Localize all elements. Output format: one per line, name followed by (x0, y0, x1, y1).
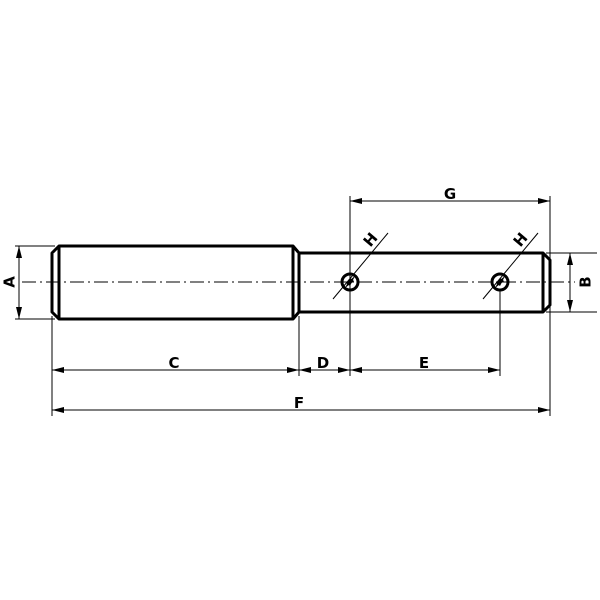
dimension-g: G (350, 185, 550, 204)
dimension-label-f: F (294, 394, 304, 412)
dimension-label-g: G (444, 185, 456, 203)
dimension-label-h-1: H (360, 229, 382, 250)
dimension-f: F (52, 394, 550, 413)
dimension-e: E (350, 354, 500, 373)
dimension-label-e: E (419, 354, 429, 372)
dimension-h-hole-1: H (332, 229, 389, 300)
dimension-a: A (1, 246, 22, 319)
dimension-b: B (567, 253, 595, 312)
dimension-label-b: B (577, 276, 595, 287)
extension-lines (15, 196, 597, 416)
dimension-label-h-2: H (510, 229, 532, 250)
dimension-c: C (52, 354, 299, 373)
dimension-h-hole-2: H (482, 229, 539, 300)
dimension-label-a: A (1, 276, 19, 288)
dimension-d: D (299, 354, 350, 373)
dimension-label-c: C (168, 354, 179, 372)
dimension-label-d: D (317, 354, 329, 372)
